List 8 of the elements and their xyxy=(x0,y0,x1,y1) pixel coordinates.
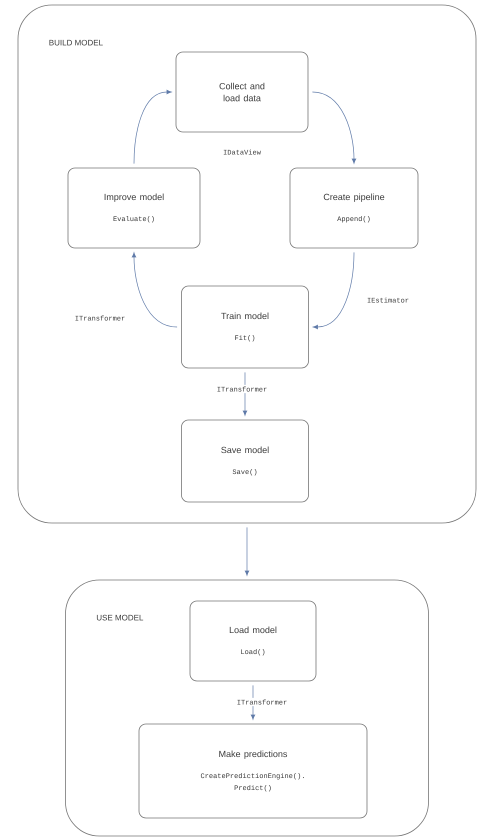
arrow xyxy=(250,685,256,720)
process-box: Collect and load data xyxy=(176,52,308,132)
arrow xyxy=(134,90,172,164)
arrow xyxy=(312,92,356,164)
arrow xyxy=(244,527,250,576)
arrow xyxy=(242,372,248,416)
arrow xyxy=(312,252,354,330)
arrow xyxy=(132,252,178,328)
